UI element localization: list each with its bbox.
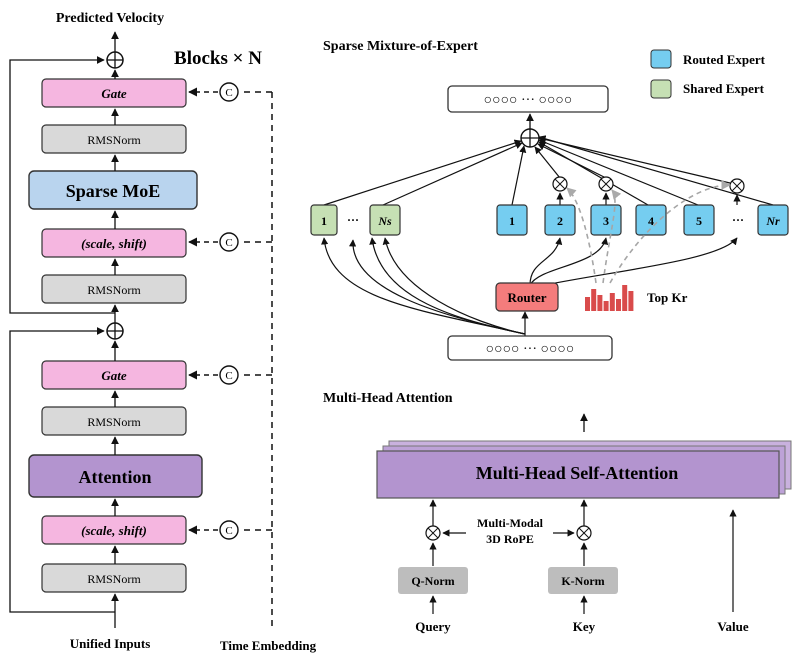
mha-title: Multi-Head Attention (323, 391, 453, 406)
svg-text:C: C (225, 237, 232, 249)
gate-label-lower: Gate (101, 368, 127, 383)
shared-expert-1 (310, 204, 338, 236)
routed-expert-5 (683, 204, 715, 236)
rope-label-line1: Multi-Modal (477, 516, 544, 530)
svg-text:C: C (225, 87, 232, 99)
routed-expert-1-label: 1 (509, 214, 515, 228)
moe-multiply-node-3 (598, 176, 614, 192)
rmsnorm-label-3: RMSNorm (87, 415, 141, 429)
rope-label-line2: 3D RoPE (486, 532, 534, 546)
scale-shift-box-upper (41, 228, 187, 258)
concat-node-1: C (219, 82, 239, 102)
rmsnorm-box-1 (41, 124, 187, 154)
rmsnorm-label-2: RMSNorm (87, 283, 141, 297)
gate-box-lower (41, 360, 187, 390)
moe-title: Sparse Mixture-of-Expert (323, 39, 478, 54)
moe-output-tokens-label: ○○○○ ··· ○○○○ (484, 93, 573, 108)
value-label: Value (717, 619, 749, 634)
moe-input-tokens-label: ○○○○ ··· ○○○○ (486, 342, 575, 357)
routed-expert-nr-label: Nr (765, 214, 780, 228)
concat-node-3: C (219, 365, 239, 385)
query-rope-multiply (425, 525, 441, 541)
svg-text:C: C (225, 370, 232, 382)
topk-bar (585, 297, 590, 311)
scale-shift-label-upper: (scale, shift) (81, 236, 147, 251)
moe-output-tokens (447, 85, 609, 113)
query-label: Query (415, 619, 451, 634)
moe-multiply-node-2 (552, 176, 568, 192)
router-label: Router (508, 290, 547, 305)
topk-bar (616, 299, 621, 311)
routed-expert-nr (757, 204, 789, 236)
legend-routed-swatch (650, 49, 672, 69)
shared-expert-1-label: 1 (321, 214, 327, 228)
routed-expert-5-label: 5 (696, 214, 702, 228)
concat-node-4: C (219, 520, 239, 540)
routed-expert-1 (496, 204, 528, 236)
key-label: Key (573, 619, 596, 634)
topk-bar (609, 293, 615, 311)
legend-routed-label: Routed Expert (683, 52, 766, 67)
rmsnorm-box-2 (41, 274, 187, 304)
topk-bar (591, 289, 597, 311)
predicted-velocity-label: Predicted Velocity (56, 11, 164, 26)
shared-expert-ellipsis: ··· (347, 213, 359, 227)
moe-multiply-node-nr (729, 178, 745, 194)
routed-expert-2 (544, 204, 576, 236)
rmsnorm-box-4 (41, 563, 187, 593)
attention-label: Attention (79, 467, 152, 487)
topk-bar (597, 295, 603, 311)
time-embedding-label: Time Embedding (220, 638, 317, 653)
unified-inputs-label: Unified Inputs (70, 636, 151, 651)
rmsnorm-label-1: RMSNorm (87, 133, 141, 147)
shared-expert-ns (369, 204, 401, 236)
routed-expert-4-label: 4 (648, 214, 654, 228)
scale-shift-box-lower (41, 515, 187, 545)
knorm-box (548, 567, 618, 594)
legend-shared-label: Shared Expert (683, 81, 765, 96)
blocks-label: Blocks × N (174, 48, 262, 69)
qnorm-box (398, 567, 468, 594)
gate-box-upper (41, 78, 187, 108)
router-box (495, 282, 559, 312)
routed-expert-3 (590, 204, 622, 236)
sparse-moe-label: Sparse MoE (66, 181, 161, 201)
topk-histogram (585, 285, 634, 311)
legend-shared-swatch (650, 79, 672, 99)
sparse-moe-box (28, 170, 198, 210)
gate-label-upper: Gate (101, 86, 127, 101)
knorm-label: K-Norm (561, 574, 604, 588)
topk-bar (628, 291, 634, 311)
rmsnorm-box-3 (41, 406, 187, 436)
shared-expert-ns-label: Ns (377, 214, 392, 228)
routed-expert-ellipsis: ··· (732, 213, 744, 227)
svg-text:C: C (225, 525, 232, 537)
key-rope-multiply (576, 525, 592, 541)
moe-input-tokens (447, 335, 613, 361)
scale-shift-label-lower: (scale, shift) (81, 523, 147, 538)
routed-expert-2-label: 2 (557, 214, 563, 228)
rmsnorm-label-4: RMSNorm (87, 572, 141, 586)
topk-bar (603, 301, 609, 311)
mha-block (376, 450, 780, 499)
concat-node-2: C (219, 232, 239, 252)
topk-bar (622, 285, 628, 311)
topk-label: Top Kr (647, 290, 688, 305)
mha-block-label: Multi-Head Self-Attention (476, 463, 678, 483)
routed-expert-3-label: 3 (603, 214, 609, 228)
routed-expert-4 (635, 204, 667, 236)
qnorm-label: Q-Norm (411, 574, 454, 588)
